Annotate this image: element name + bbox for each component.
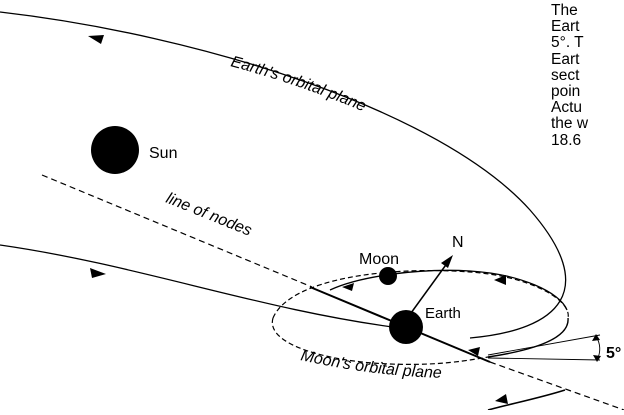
orbit-direction-arrow (495, 394, 508, 404)
sun (91, 126, 139, 174)
moon-orbital-plane-label: Moon's orbital plane (299, 347, 442, 382)
inclination-line-upper (487, 334, 601, 356)
moon-orbit-front-dashed (271, 317, 489, 365)
moon-orbit-front-solid (487, 317, 569, 358)
north-arrow-head (441, 255, 453, 268)
moon (379, 267, 397, 285)
orbit-direction-arrow (90, 268, 106, 278)
description-line: sect (551, 66, 580, 84)
sun-label: Sun (149, 145, 177, 162)
earth-orbit-lower-curve (0, 244, 401, 329)
earth-label: Earth (425, 305, 461, 322)
description-text: The Eart 5°. T Eart sect poin Actu the w… (551, 3, 624, 149)
inclination-arrow (593, 355, 601, 362)
description-line: 5°. T (551, 34, 584, 52)
moon-orbit-arrow (494, 275, 506, 285)
description-line: poin (551, 82, 581, 100)
orbit-direction-arrow (88, 35, 104, 44)
moon-label: Moon (359, 251, 399, 268)
inclination-line-lower (487, 357, 601, 361)
earth (389, 310, 423, 344)
inclination-label: 5° (606, 345, 621, 362)
inclination-arrow (592, 334, 600, 341)
north-axis (410, 261, 449, 314)
description-line: 18.6 (551, 131, 582, 149)
earth-orbit-curve (0, 11, 567, 339)
moon-orbit-upper-solid (329, 269, 568, 311)
description-line: Eart (551, 18, 580, 36)
description-line: Eart (551, 50, 580, 68)
line-of-nodes-label: line of nodes (164, 190, 254, 240)
earth-orbital-plane-label: Earth's orbital plane (229, 53, 368, 115)
line-of-nodes-extension (489, 361, 624, 411)
moon-orbit-arrow (342, 283, 354, 291)
description-line: Actu (551, 99, 583, 117)
description-line: the w (551, 115, 589, 133)
moon-orbit-arrow (468, 347, 480, 356)
earth-orbit-exit-curve (487, 389, 566, 411)
north-label: N (452, 234, 464, 251)
description-line: The (551, 3, 578, 19)
moon-orbit-back-dashed (272, 269, 569, 319)
line-of-nodes-dashed (41, 174, 313, 288)
